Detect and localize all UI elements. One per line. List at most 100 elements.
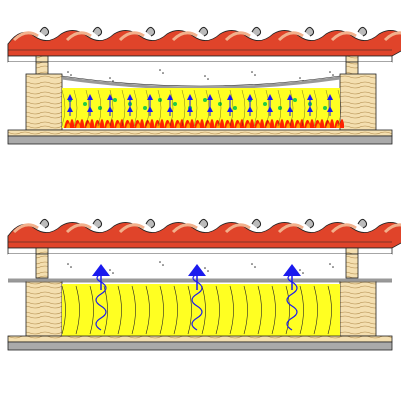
- airflow-arrow-head: [207, 94, 213, 100]
- tile-hook: [92, 218, 103, 229]
- airflow-arrow-head: [227, 106, 233, 112]
- tile-highlight: [383, 31, 401, 42]
- tile-highlight: [12, 31, 39, 42]
- heat-flame-red: [304, 119, 314, 128]
- airflow-arrow-head: [167, 106, 173, 112]
- air-dot: [70, 266, 72, 268]
- airflow-arrow-head: [87, 106, 93, 112]
- tile-highlight: [330, 223, 357, 234]
- airflow-arrow-head: [187, 106, 193, 112]
- heat-flame-orange: [296, 123, 300, 128]
- air-dot: [162, 72, 164, 74]
- tile-hook: [251, 26, 262, 37]
- air-dot: [159, 69, 161, 71]
- heat-spot-green: [143, 106, 147, 110]
- tile-highlight: [224, 31, 251, 42]
- tile-hook: [92, 26, 103, 37]
- air-dot: [254, 266, 256, 268]
- air-dot: [332, 74, 334, 76]
- tile-hook: [304, 26, 315, 37]
- tile-hook: [357, 26, 368, 37]
- air-dot: [159, 261, 161, 263]
- airflow-arrow-head: [247, 106, 253, 112]
- heat-spot-green: [218, 102, 222, 106]
- airflow-arrow-head: [287, 94, 293, 100]
- tile-hook: [145, 26, 156, 37]
- heat-flame-orange: [86, 123, 90, 128]
- heat-flame-orange: [106, 123, 110, 128]
- airflow-arrow-head: [227, 94, 233, 100]
- heat-flame-orange: [236, 123, 240, 128]
- ceiling-batten: [7, 129, 393, 137]
- heat-flame-red: [174, 119, 184, 128]
- heat-flame-orange: [326, 123, 330, 128]
- airflow-arrow-head: [327, 94, 333, 100]
- plasterboard: [7, 135, 393, 145]
- rafter-left: [25, 73, 63, 131]
- tile-highlight: [65, 31, 92, 42]
- tile-hook: [357, 218, 368, 229]
- heat-flame-orange: [266, 123, 270, 128]
- heat-flame-red: [194, 119, 204, 128]
- tile-highlight: [330, 31, 357, 42]
- air-dot: [329, 263, 331, 265]
- insulation-fibre-pattern: [61, 285, 332, 335]
- counter-batten-left: [35, 253, 49, 279]
- rafter-right: [339, 73, 377, 131]
- airflow-arrow-head: [327, 106, 333, 112]
- sagging-membrane: [61, 76, 341, 90]
- heat-spot-green: [278, 106, 282, 110]
- airflow-arrow-head: [307, 94, 313, 100]
- panel-bottom-vapour-diffusion: [7, 218, 401, 351]
- air-dot: [112, 272, 114, 274]
- heat-spot-green: [98, 106, 102, 110]
- heat-spot-green: [203, 98, 207, 102]
- air-dot: [207, 270, 209, 272]
- tile-hook: [198, 218, 209, 229]
- heat-flame-orange: [116, 123, 120, 128]
- heat-flame-orange: [316, 123, 320, 128]
- air-dot: [329, 71, 331, 73]
- heat-flame-red: [254, 119, 264, 128]
- tile-highlight: [118, 223, 145, 234]
- vapour-path: [95, 273, 107, 331]
- heat-flame-orange: [186, 123, 190, 128]
- tile-highlight: [224, 223, 251, 234]
- heat-flame-orange: [226, 123, 230, 128]
- air-dot: [67, 263, 69, 265]
- air-dot: [299, 269, 301, 271]
- heat-flame-orange: [306, 123, 310, 128]
- heat-flame-orange: [246, 123, 250, 128]
- airflow-arrow-head: [67, 106, 73, 112]
- air-dot: [67, 71, 69, 73]
- air-dot: [299, 77, 301, 79]
- heat-flame-red: [114, 119, 124, 128]
- air-dot: [204, 267, 206, 269]
- rafter-left: [25, 279, 63, 337]
- heat-flame-red: [124, 119, 134, 128]
- roof-tiles: [7, 26, 401, 57]
- airflow-arrow-head: [267, 106, 273, 112]
- airflow-arrow-head: [267, 94, 273, 100]
- vapour-path: [286, 273, 298, 331]
- heat-flame-orange: [136, 123, 140, 128]
- heat-flame-orange: [126, 123, 130, 128]
- vapour-arrow-head: [188, 264, 206, 276]
- heat-flame-orange: [146, 123, 150, 128]
- tile-highlight: [277, 223, 304, 234]
- airflow-arrow-head: [307, 106, 313, 112]
- airflow-arrow-head: [167, 94, 173, 100]
- heat-spot-green: [113, 98, 117, 102]
- tile-highlight: [118, 31, 145, 42]
- membrane-edge: [61, 75, 341, 87]
- batten-right: [345, 55, 359, 63]
- heat-spot-green: [173, 102, 177, 106]
- heat-flame-red: [134, 119, 144, 128]
- heat-flame-red: [144, 119, 154, 128]
- plasterboard: [7, 341, 393, 351]
- air-dot: [332, 266, 334, 268]
- heat-spot-green: [83, 102, 87, 106]
- heat-flame-red: [84, 119, 94, 128]
- heat-flame-red: [204, 119, 214, 128]
